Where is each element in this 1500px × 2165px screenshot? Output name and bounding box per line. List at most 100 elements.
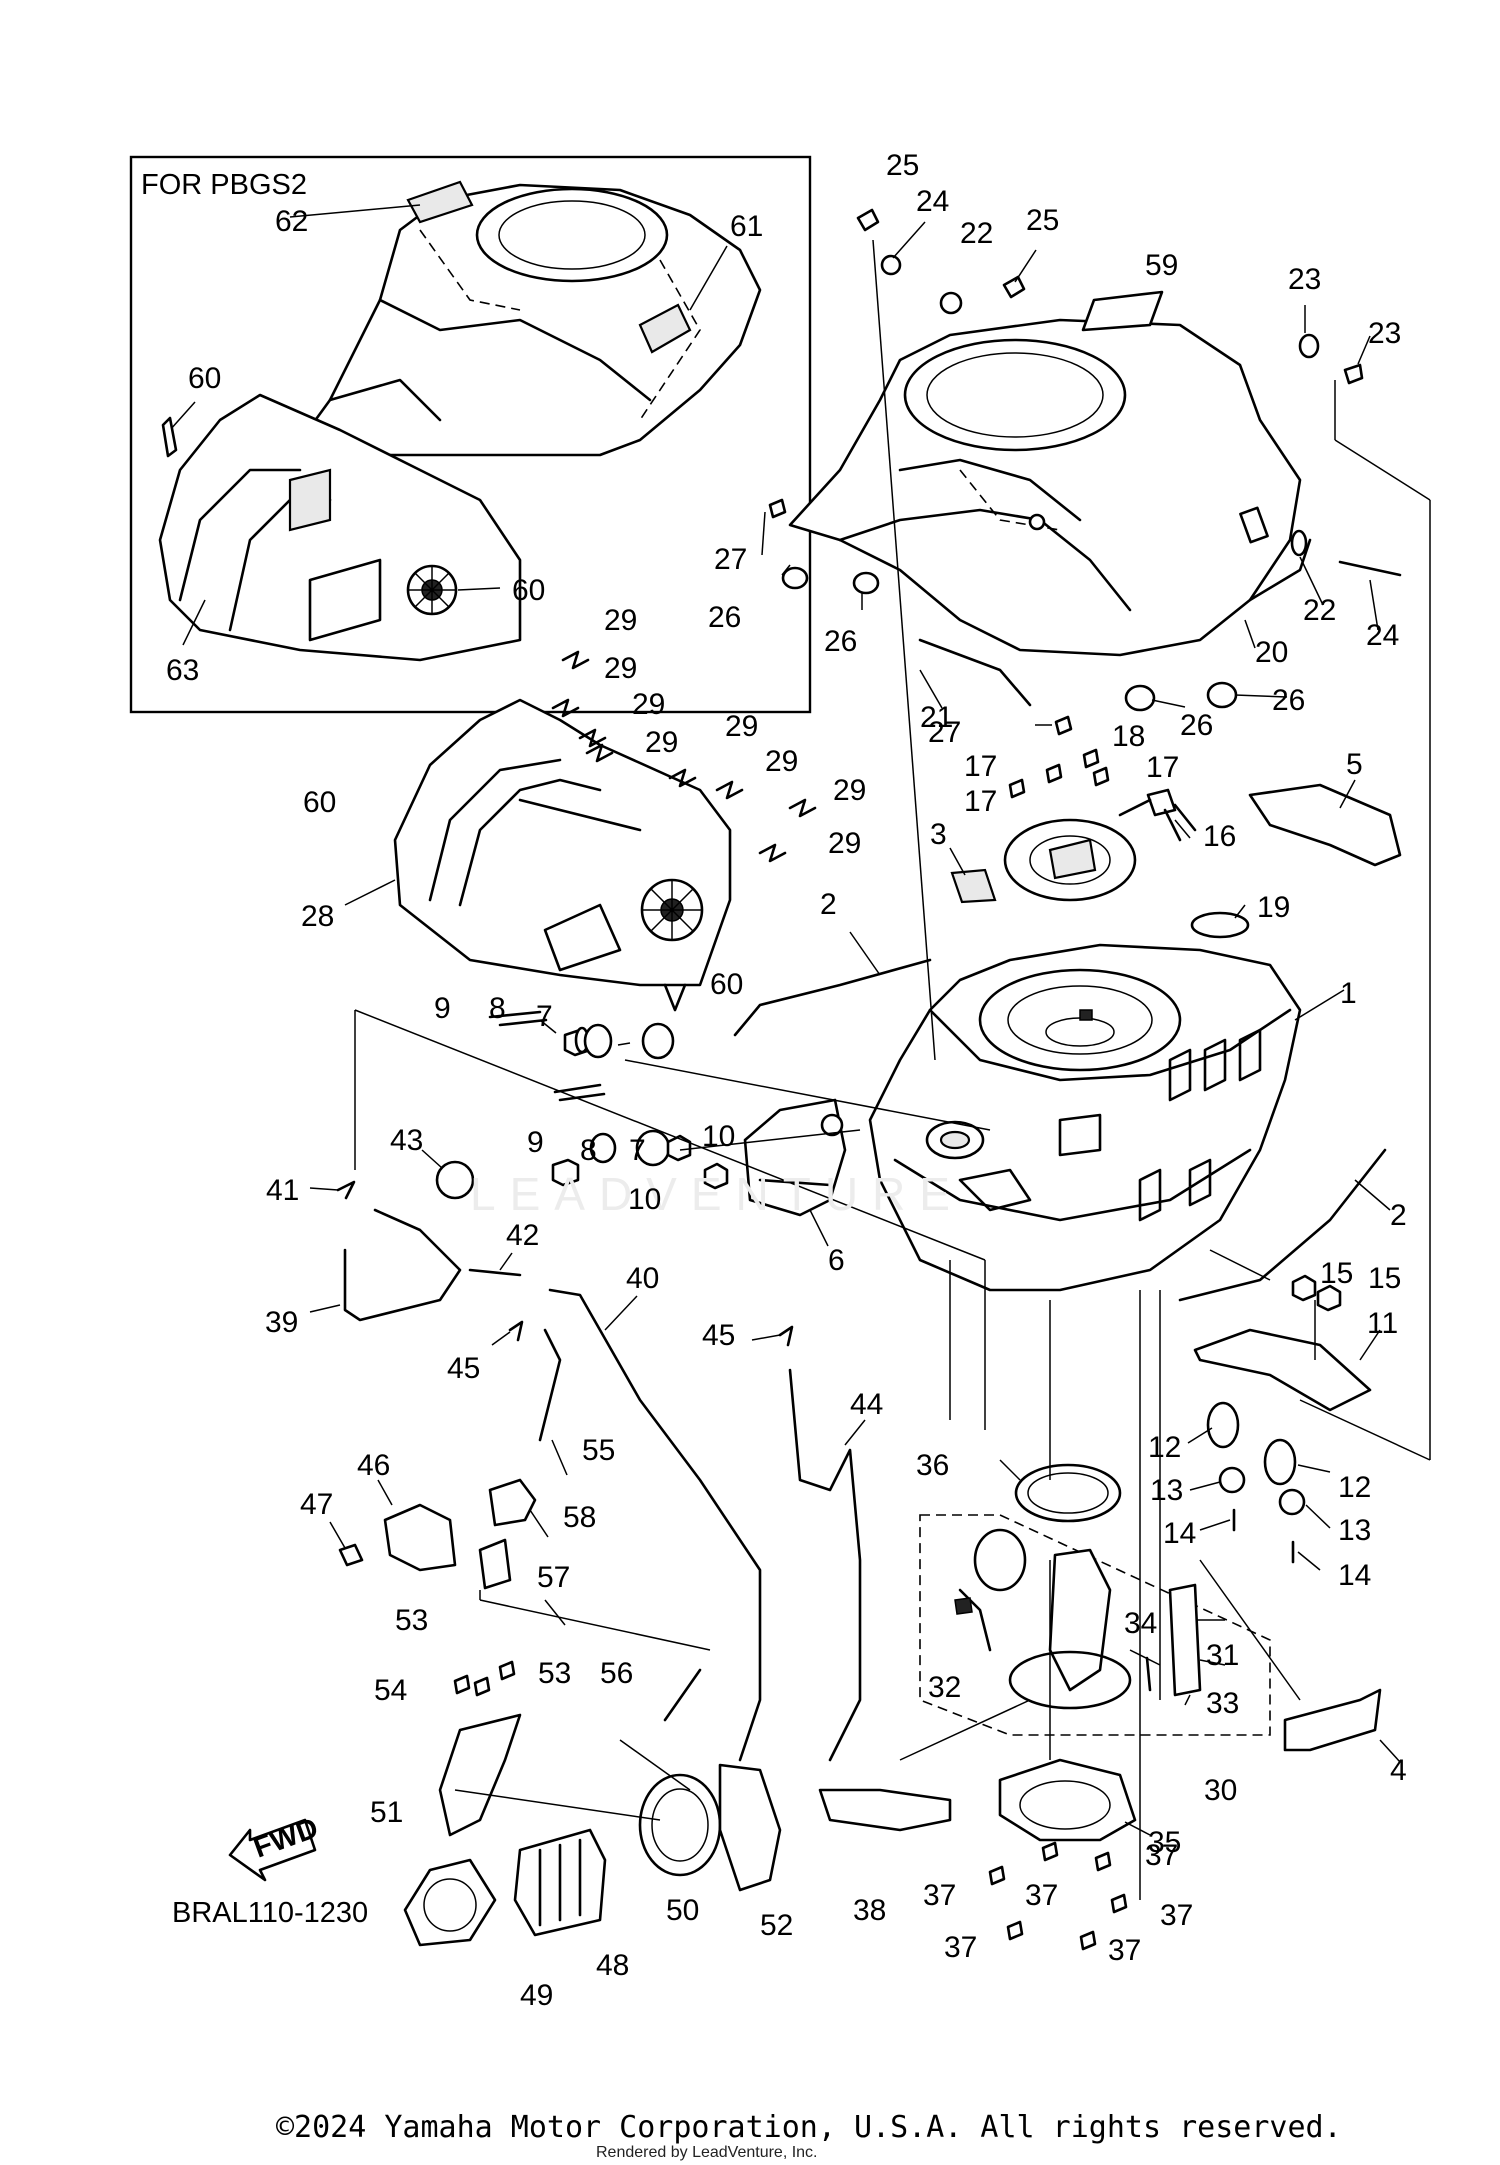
- callout: 37: [1025, 1879, 1058, 1912]
- callout: 26: [1180, 709, 1213, 742]
- callout: 26: [1272, 684, 1305, 717]
- callout: 19: [1257, 891, 1290, 924]
- collar-23b: [1343, 363, 1364, 385]
- callout: 15: [1320, 1257, 1353, 1290]
- hose-56: [663, 1668, 702, 1722]
- callout: 29: [833, 774, 866, 807]
- bolt-25b: [1002, 275, 1026, 299]
- callout: 56: [600, 1657, 633, 1690]
- screw-17b: [1045, 763, 1063, 784]
- fuel-pump-30: [954, 1528, 1202, 1710]
- dampers: [1206, 1401, 1306, 1564]
- callout: 37: [923, 1879, 956, 1912]
- callout: 43: [390, 1124, 423, 1157]
- inset-emblem-60: [161, 416, 178, 458]
- callout: 40: [626, 1262, 659, 1295]
- strip-21: [918, 638, 1032, 707]
- callout: 59: [1145, 249, 1178, 282]
- callout: 7: [536, 1000, 553, 1033]
- joint-42: [468, 1268, 522, 1277]
- damper-26b: [852, 571, 880, 595]
- callout: 45: [702, 1319, 735, 1352]
- grommet-22: [939, 291, 963, 315]
- callout: 39: [265, 1306, 298, 1339]
- clamp-43: [435, 1160, 475, 1200]
- hose-55: [538, 1328, 562, 1442]
- hose-44: [788, 1368, 862, 1762]
- callout: 16: [1203, 820, 1236, 853]
- callout: 29: [604, 652, 637, 685]
- hoses: [343, 1208, 952, 1832]
- callout: 49: [520, 1979, 553, 2012]
- callout: 7: [629, 1134, 646, 1167]
- callout: 11: [1367, 1307, 1398, 1340]
- callout: 9: [527, 1126, 544, 1159]
- callout: 5: [1346, 748, 1363, 781]
- callout: 45: [447, 1352, 480, 1385]
- inset-side-cover: [158, 393, 522, 662]
- callout: 29: [604, 604, 637, 637]
- callout: 60: [188, 362, 221, 395]
- callout: 1: [1340, 977, 1357, 1010]
- callout-numbers: 1 2 2 3 4 5 6 7 7 8 8 9 9 10 10 11 12 12…: [166, 149, 1407, 2012]
- callout: 10: [628, 1183, 661, 1216]
- callout: 6: [828, 1244, 845, 1277]
- callout: 12: [1338, 1471, 1371, 1504]
- callout: 22: [1303, 594, 1336, 627]
- callout: 42: [506, 1219, 539, 1252]
- pump-assembly-30-box: [919, 1514, 1271, 1736]
- label-59: [1081, 290, 1164, 332]
- clip-45b: [778, 1325, 794, 1347]
- screw-17c: [1092, 766, 1110, 787]
- callout: 27: [928, 716, 961, 749]
- callout: 12: [1148, 1431, 1181, 1464]
- watermark: LEADVENTURE: [470, 1168, 964, 1220]
- callout: 24: [916, 185, 949, 218]
- rivet-27b: [1054, 715, 1073, 736]
- tank-cover-20: [788, 318, 1312, 657]
- callout: 36: [916, 1449, 949, 1482]
- pipe-39: [343, 1208, 462, 1322]
- callout: 29: [645, 726, 678, 759]
- callout: 33: [1206, 1687, 1239, 1720]
- inset-tank-cover: [288, 180, 762, 457]
- clips-29: [551, 650, 817, 863]
- canister-assembly: [403, 1660, 782, 1947]
- callout: 2: [820, 888, 837, 921]
- damper-26a: [781, 566, 809, 590]
- callout: 51: [370, 1796, 403, 1829]
- ring-36: [1014, 1463, 1122, 1523]
- callout: 20: [1255, 636, 1288, 669]
- callout: 35: [1148, 1826, 1181, 1859]
- fuel-tank-1: [868, 943, 1302, 1292]
- inset-frame: [129, 155, 812, 714]
- callout: 23: [1288, 263, 1321, 296]
- callout: 29: [632, 688, 665, 721]
- callout: 8: [580, 1134, 597, 1167]
- bracket-6: [743, 1098, 847, 1217]
- mount-hardware: [488, 1010, 675, 1187]
- callout: 53: [538, 1657, 571, 1690]
- bolt-15a: [1291, 1274, 1317, 1302]
- callout: 55: [582, 1434, 615, 1467]
- callout: 62: [275, 205, 308, 238]
- callout: 54: [374, 1674, 407, 1707]
- valve-assembly: [338, 1478, 537, 1590]
- callout: 37: [1160, 1899, 1193, 1932]
- callout: 17: [964, 750, 997, 783]
- damper-26c: [1124, 684, 1156, 712]
- cover-4: [1283, 1688, 1382, 1752]
- bracket-11: [1193, 1328, 1372, 1412]
- callout: 15: [1368, 1262, 1401, 1295]
- callout-leaders: [309, 221, 1401, 1836]
- callout: 28: [301, 900, 334, 933]
- hose-38: [818, 1788, 952, 1832]
- fwd-arrow: FWD: [228, 1812, 322, 1882]
- callout: 58: [563, 1501, 596, 1534]
- callout: 60: [512, 574, 545, 607]
- fuel-cap-16: [1003, 788, 1197, 902]
- collar-24: [880, 254, 902, 276]
- bolt-10b: [703, 1162, 729, 1190]
- callout: 26: [708, 601, 741, 634]
- callout: 63: [166, 654, 199, 687]
